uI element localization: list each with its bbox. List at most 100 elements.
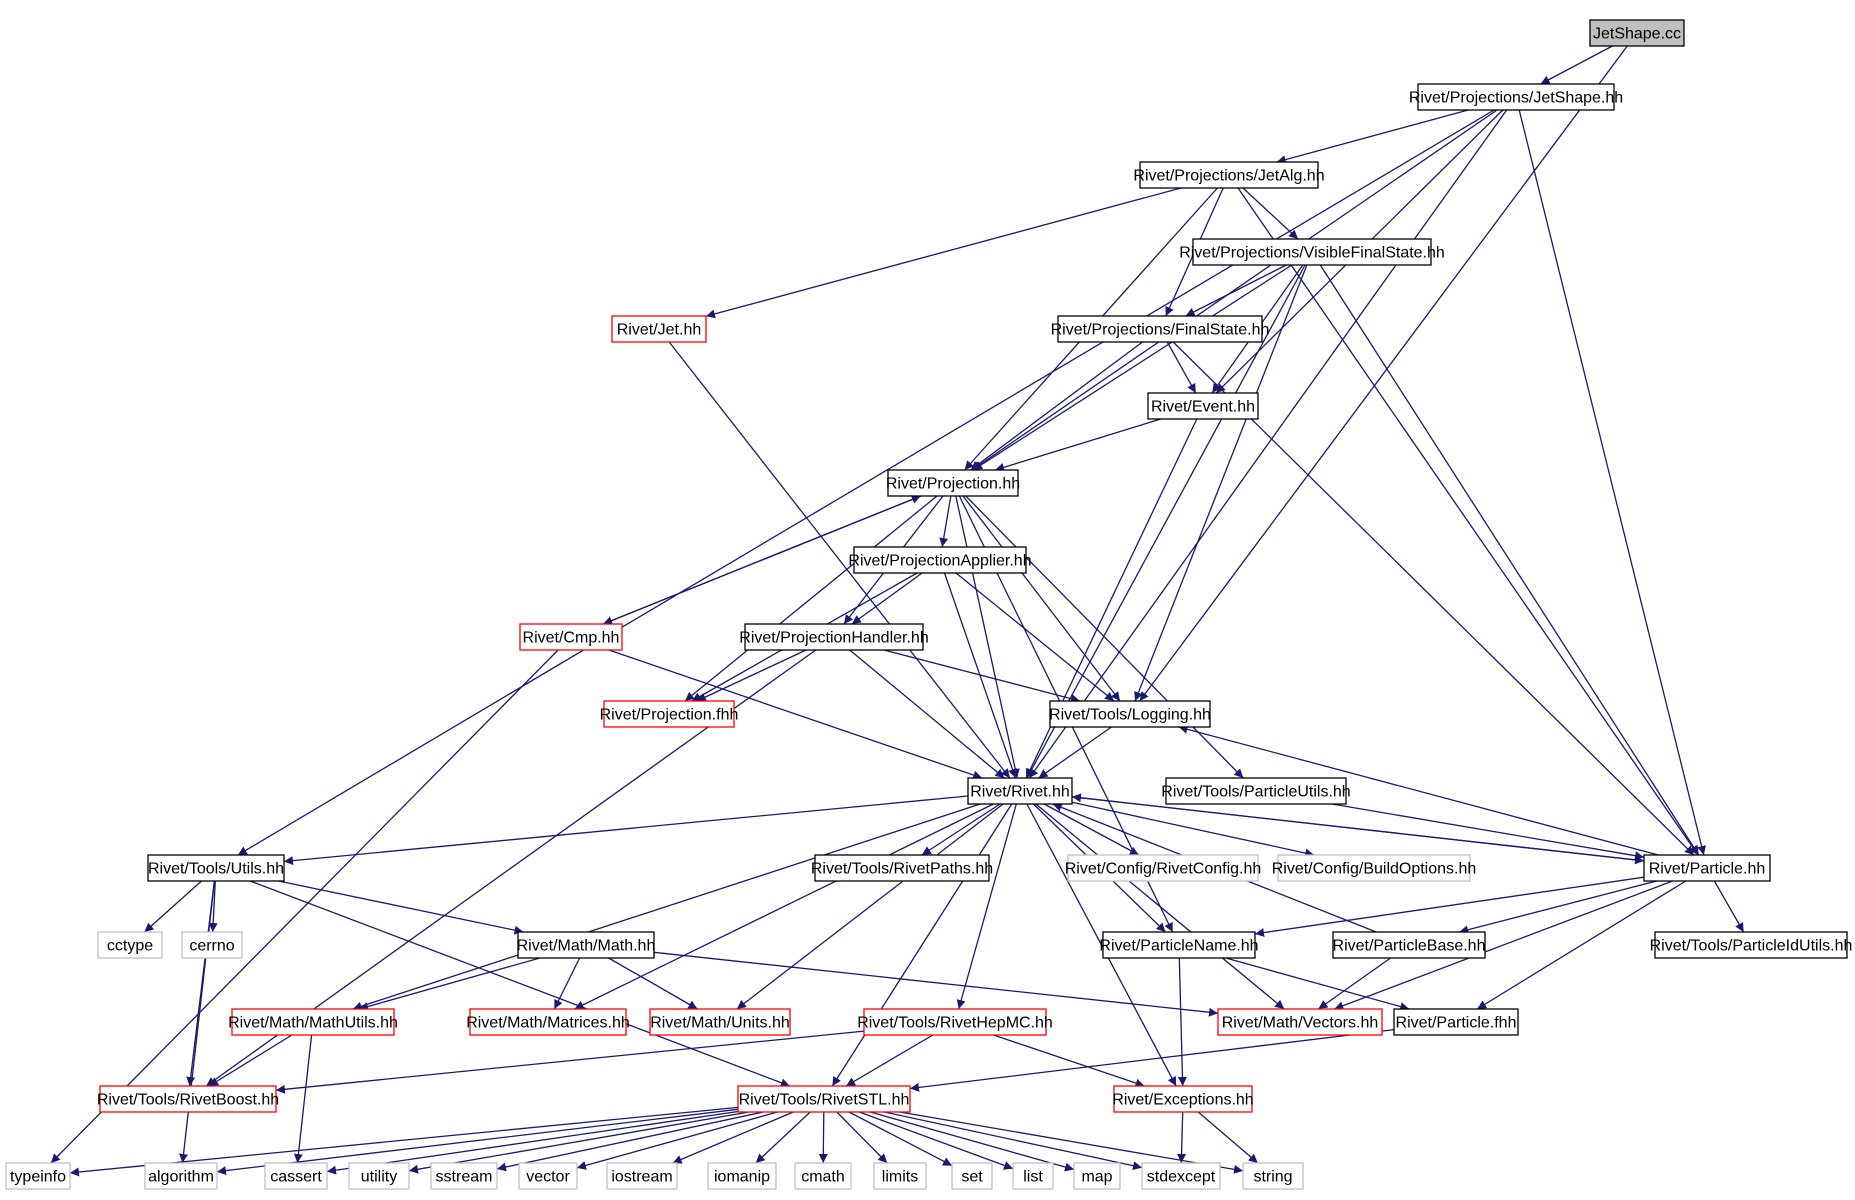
edge-proj_applier-to-logging — [955, 572, 1115, 702]
edge-proj_applier-to-proj_handler — [851, 572, 923, 625]
edge-rivet_stl-to-sstream — [496, 1111, 764, 1172]
node-typeinfo[interactable]: typeinfo — [5, 1162, 71, 1190]
node-hepmc[interactable]: Rivet/Tools/RivetHepMC.hh — [857, 1008, 1053, 1036]
node-label: typeinfo — [10, 1169, 66, 1186]
node-utility[interactable]: utility — [348, 1162, 410, 1190]
node-label: Rivet/Math/Vectors.hh — [1222, 1015, 1379, 1032]
edge-proj_jetalg-to-jet — [705, 187, 1182, 319]
node-iomanip[interactable]: iomanip — [707, 1162, 777, 1190]
edge-rivet_stl-to-iostream — [672, 1111, 794, 1164]
node-math[interactable]: Rivet/Math/Math.hh — [517, 931, 656, 959]
node-label: cerrno — [189, 938, 234, 955]
node-list[interactable]: list — [1012, 1162, 1054, 1190]
node-proj-visible[interactable]: Rivet/Projections/VisibleFinalState.hh — [1179, 238, 1445, 266]
node-cassert[interactable]: cassert — [264, 1162, 328, 1190]
edge-particle_name-to-exceptions — [1177, 957, 1187, 1087]
node-rivet-stl[interactable]: Rivet/Tools/RivetSTL.hh — [737, 1085, 911, 1113]
node-limits[interactable]: limits — [873, 1162, 927, 1190]
node-label: cassert — [270, 1169, 322, 1186]
nodes: JetShape.ccRivet/Projections/JetShape.hh… — [5, 19, 1853, 1190]
node-box — [1192, 238, 1432, 266]
node-label: string — [1253, 1169, 1292, 1186]
edge-rivet-to-math_utils — [352, 803, 981, 1011]
edge-proj_jetalg-to-proj_visible — [1242, 187, 1299, 240]
node-label: sstream — [436, 1169, 493, 1186]
edge-math-to-vectors — [653, 951, 1219, 1017]
node-box — [5, 1162, 71, 1190]
edge-jet-to-rivet — [668, 341, 1011, 779]
node-label: cctype — [107, 938, 153, 955]
node-particle-name[interactable]: Rivet/ParticleName.hh — [1099, 931, 1259, 959]
node-proj-fhh[interactable]: Rivet/Projection.fhh — [600, 700, 739, 728]
node-proj-jetalg[interactable]: Rivet/Projections/JetAlg.hh — [1133, 161, 1325, 189]
node-projection[interactable]: Rivet/Projection.hh — [886, 469, 1020, 497]
edge-proj_jetshape-to-utils — [237, 109, 1495, 856]
node-logging[interactable]: Rivet/Tools/Logging.hh — [1049, 700, 1211, 728]
edge-proj_jetshape-to-proj_jetalg — [1276, 109, 1469, 164]
node-matrices[interactable]: Rivet/Math/Matrices.hh — [466, 1008, 630, 1036]
node-box — [794, 1162, 852, 1190]
node-cmp[interactable]: Rivet/Cmp.hh — [519, 623, 623, 651]
edge-particle-to-rivet — [1071, 793, 1645, 862]
node-set[interactable]: set — [951, 1162, 993, 1190]
node-rivet-paths[interactable]: Rivet/Tools/RivetPaths.hh — [811, 854, 993, 882]
node-particle-utils[interactable]: Rivet/Tools/ParticleUtils.hh — [1161, 777, 1351, 805]
node-box — [1139, 161, 1319, 189]
node-cmath[interactable]: cmath — [794, 1162, 852, 1190]
node-label: map — [1081, 1169, 1112, 1186]
node-math-utils[interactable]: Rivet/Math/MathUtils.hh — [228, 1008, 398, 1036]
node-jetshape-cc[interactable]: JetShape.cc — [1589, 19, 1685, 47]
node-box — [887, 469, 1019, 497]
node-sstream[interactable]: sstream — [430, 1162, 498, 1190]
edge-rivet_stl-to-vector — [576, 1111, 778, 1170]
node-rivet[interactable]: Rivet/Rivet.hh — [967, 777, 1073, 805]
node-rivet-boost[interactable]: Rivet/Tools/RivetBoost.hh — [97, 1085, 279, 1113]
node-box — [611, 315, 707, 343]
node-box — [517, 931, 655, 959]
node-label: vector — [526, 1169, 570, 1186]
node-box — [737, 1085, 911, 1113]
edge-projection-to-rivet — [955, 495, 1020, 779]
node-label: Rivet/Tools/RivetBoost.hh — [97, 1092, 279, 1109]
node-cerrno[interactable]: cerrno — [181, 931, 243, 959]
node-vector[interactable]: vector — [518, 1162, 578, 1190]
node-vectors[interactable]: Rivet/Math/Vectors.hh — [1217, 1008, 1383, 1036]
node-proj-handler[interactable]: Rivet/ProjectionHandler.hh — [739, 623, 929, 651]
edge-cmp-to-projection — [602, 495, 922, 625]
node-jet[interactable]: Rivet/Jet.hh — [611, 315, 707, 343]
node-proj-jetshape[interactable]: Rivet/Projections/JetShape.hh — [1409, 83, 1623, 111]
edge-proj_visible-to-proj_finalstate — [1185, 264, 1287, 317]
edge-cmp-to-typeinfo — [50, 649, 559, 1164]
edge-proj_jetalg-to-particle — [1237, 187, 1699, 856]
node-utils[interactable]: Rivet/Tools/Utils.hh — [147, 854, 285, 882]
edge-math_utils-to-cassert — [293, 1034, 313, 1164]
node-proj-finalstate[interactable]: Rivet/Projections/FinalState.hh — [1051, 315, 1270, 343]
node-cctype[interactable]: cctype — [97, 931, 163, 959]
edge-rivet_stl-to-iomanip — [755, 1111, 811, 1164]
node-stdexcept[interactable]: stdexcept — [1141, 1162, 1221, 1190]
node-rivet-config[interactable]: Rivet/Config/RivetConfig.hh — [1065, 854, 1262, 882]
node-box — [147, 854, 285, 882]
node-label: Rivet/Exceptions.hh — [1112, 1092, 1253, 1109]
node-exceptions[interactable]: Rivet/Exceptions.hh — [1112, 1085, 1254, 1113]
node-iostream[interactable]: iostream — [606, 1162, 678, 1190]
node-units[interactable]: Rivet/Math/Units.hh — [649, 1008, 791, 1036]
edge-rivet-to-rivet_stl — [831, 803, 1013, 1087]
node-box — [863, 1008, 1047, 1036]
node-algorithm[interactable]: algorithm — [144, 1162, 218, 1190]
edge-utils-to-cerrno — [208, 880, 218, 933]
node-particle-fhh[interactable]: Rivet/Particle.fhh — [1393, 1008, 1519, 1036]
node-event[interactable]: Rivet/Event.hh — [1147, 392, 1259, 420]
node-build-options[interactable]: Rivet/Config/BuildOptions.hh — [1272, 854, 1477, 882]
edge-jetshape_cc-to-logging — [1139, 45, 1628, 702]
node-particle-id-utils[interactable]: Rivet/Tools/ParticleIdUtils.hh — [1650, 931, 1853, 959]
node-label: algorithm — [148, 1169, 214, 1186]
node-proj-applier[interactable]: Rivet/ProjectionApplier.hh — [848, 546, 1032, 574]
node-particle[interactable]: Rivet/Particle.hh — [1643, 854, 1771, 882]
edge-proj_visible-to-logging — [1134, 264, 1308, 702]
node-map[interactable]: map — [1073, 1162, 1121, 1190]
node-box — [606, 1162, 678, 1190]
node-particle-base[interactable]: Rivet/ParticleBase.hh — [1332, 931, 1486, 959]
node-string[interactable]: string — [1242, 1162, 1304, 1190]
